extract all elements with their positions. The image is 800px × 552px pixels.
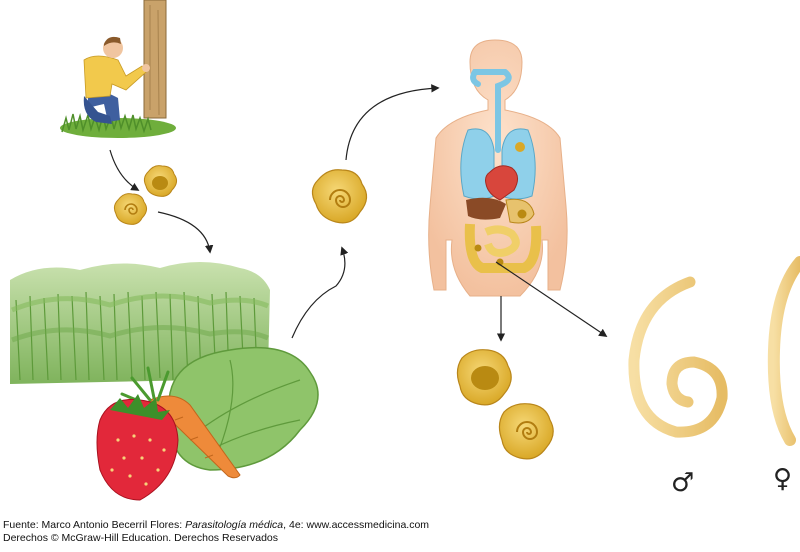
egg-embryonated-passed bbox=[499, 404, 553, 459]
credit-source-suffix: , 4e: www.accessmedicina.com bbox=[283, 519, 429, 531]
credit-source-prefix: Fuente: Marco Antonio Becerril Flores: bbox=[3, 519, 185, 531]
adult-worm-female bbox=[774, 262, 800, 440]
egg-unembryonated-small bbox=[144, 166, 176, 197]
man-near-tree-illustration bbox=[60, 0, 176, 138]
female-symbol: ♀ bbox=[773, 466, 792, 492]
arrow-food-to-ingested-egg bbox=[292, 248, 345, 338]
egg-embryonated-small bbox=[114, 194, 146, 225]
egg-embryonated-ingested bbox=[312, 170, 366, 223]
arrow-eggs-to-field bbox=[158, 212, 210, 252]
adult-worm-male bbox=[634, 282, 722, 432]
credit-rights-line: Derechos © McGraw-Hill Education. Derech… bbox=[3, 532, 429, 545]
credit-book-title: Parasitología médica bbox=[185, 519, 283, 531]
arrow-egg-to-human bbox=[346, 88, 438, 160]
credit-source-line: Fuente: Marco Antonio Becerril Flores: P… bbox=[3, 519, 429, 532]
egg-fertilized-passed bbox=[457, 350, 511, 405]
arrow-man-to-eggs bbox=[110, 150, 138, 190]
figure-credit: Fuente: Marco Antonio Becerril Flores: P… bbox=[3, 519, 429, 545]
human-body-illustration bbox=[429, 40, 567, 296]
eggs-small-group bbox=[114, 166, 176, 225]
male-symbol: ♂ bbox=[671, 470, 694, 496]
strawberry-illustration bbox=[97, 394, 178, 500]
